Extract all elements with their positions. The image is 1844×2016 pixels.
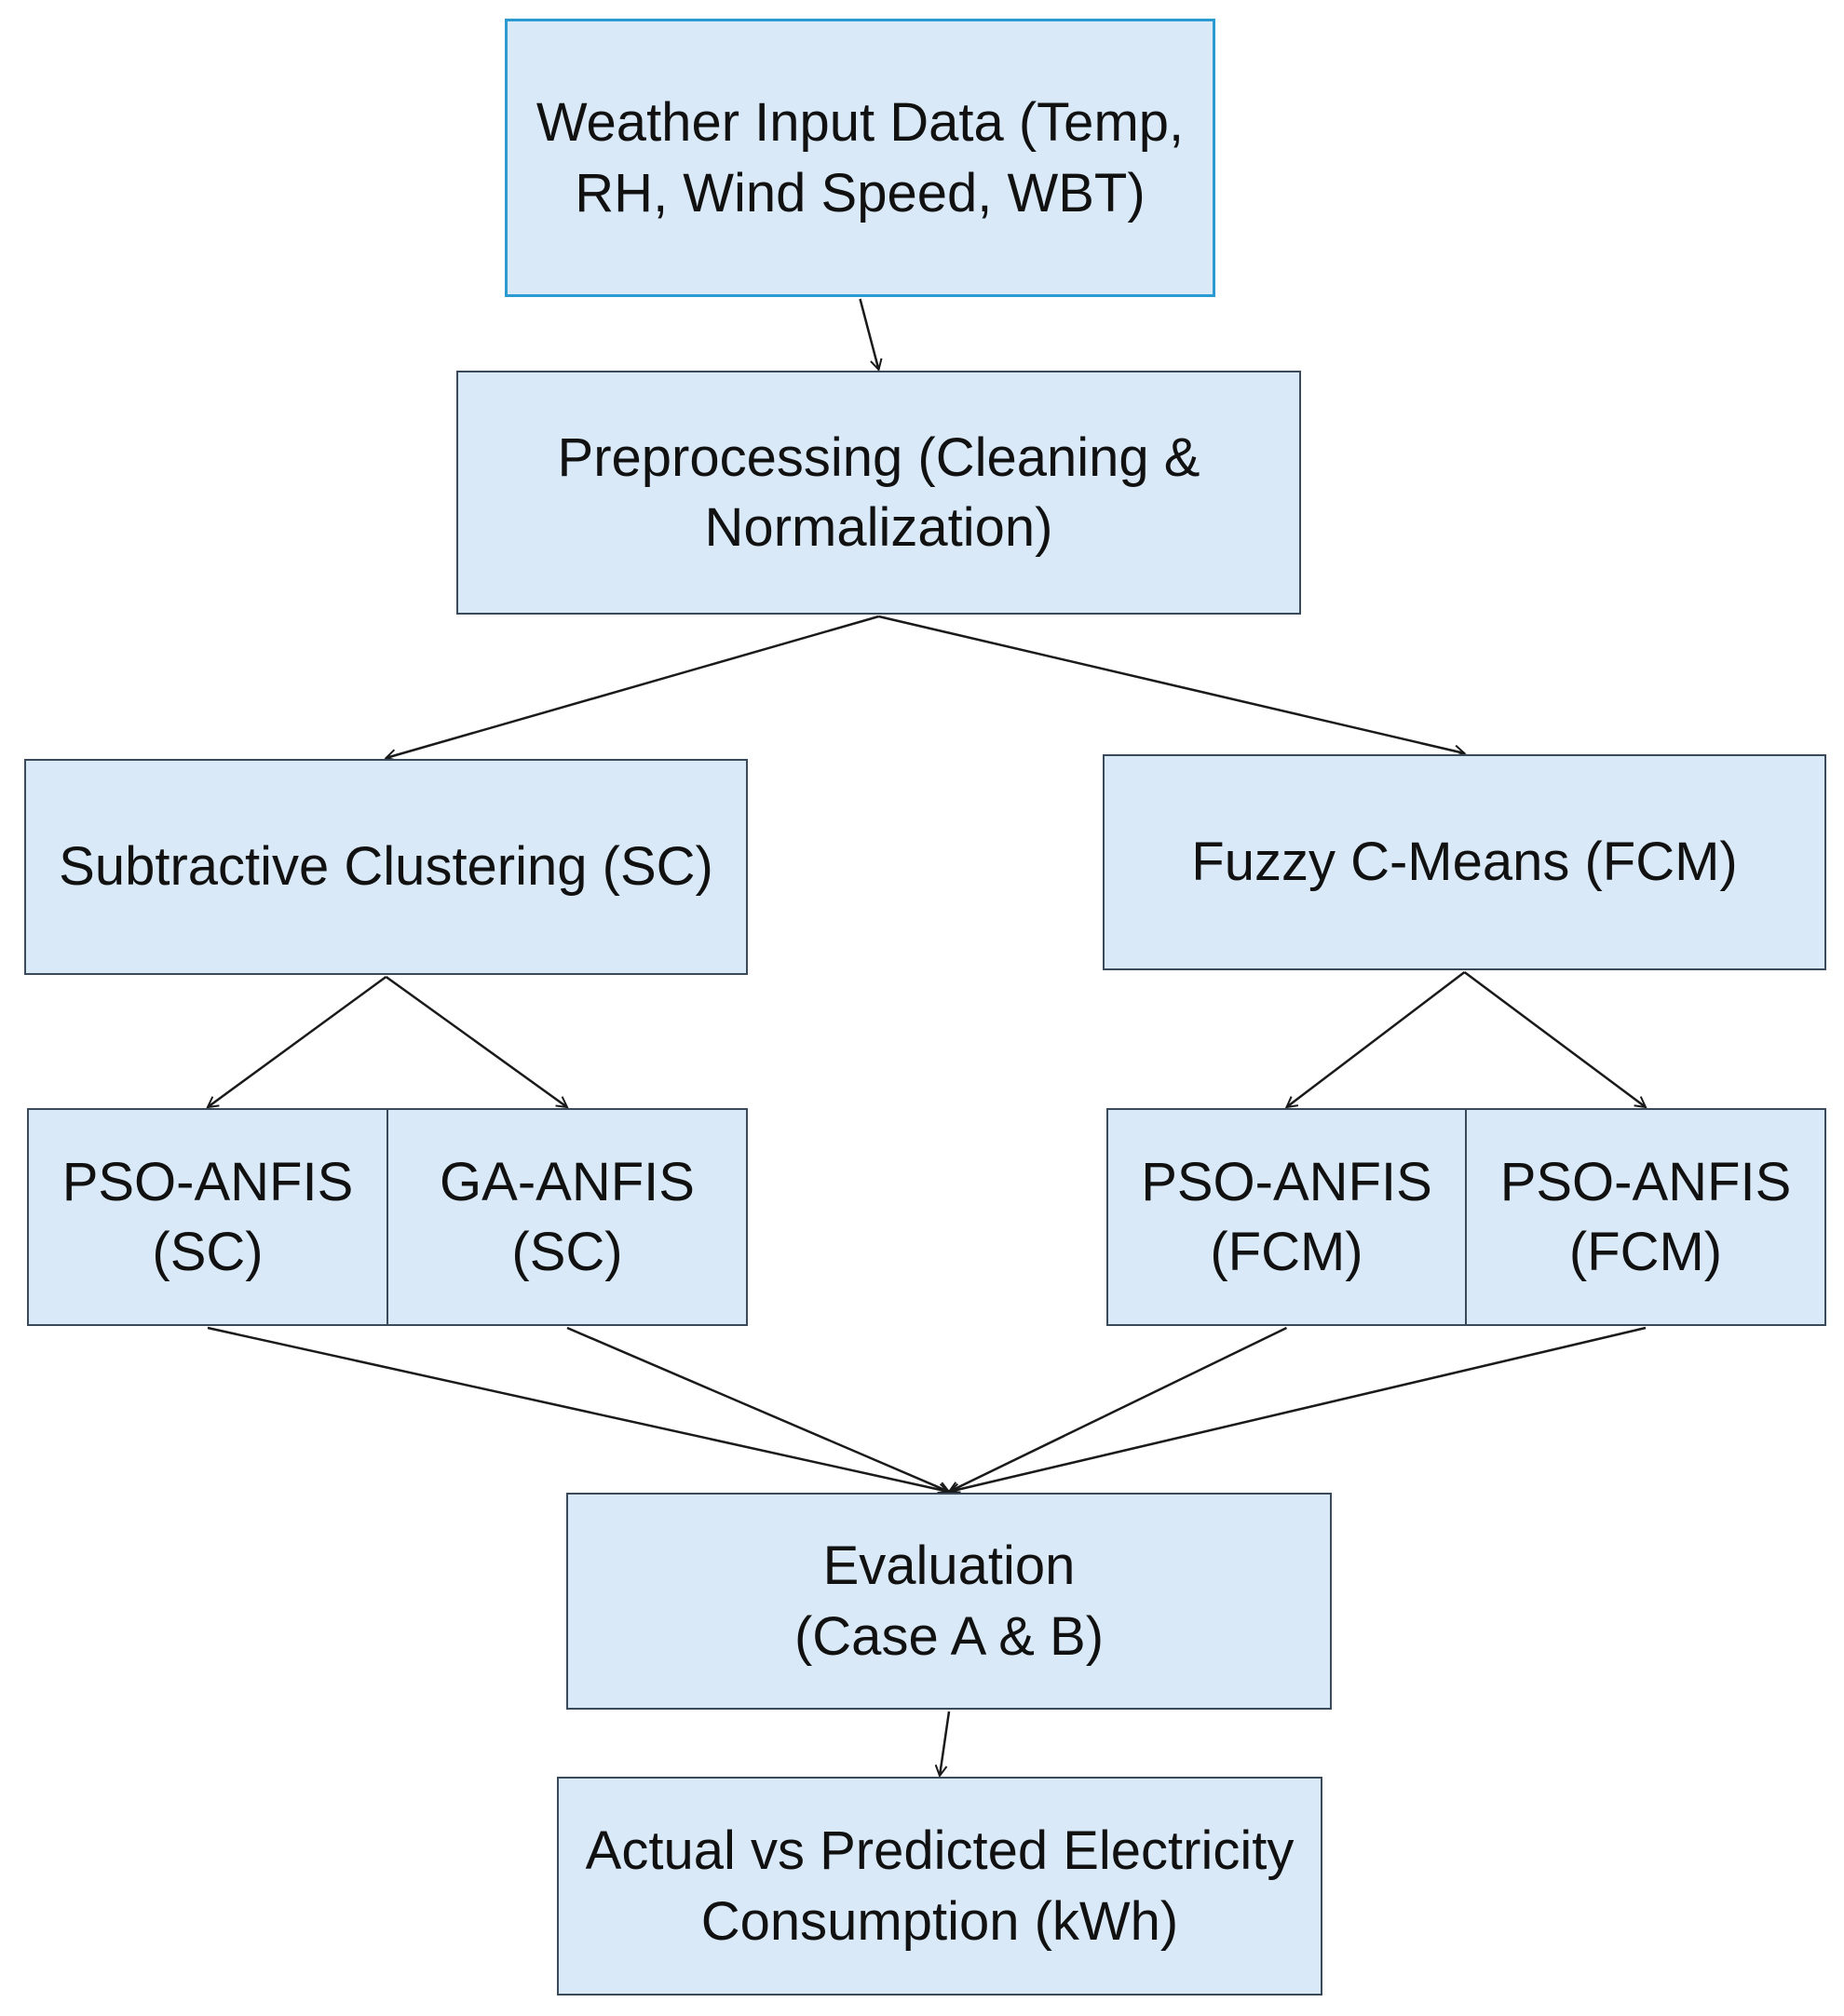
arrow-sc-to-ga_sc: [385, 975, 568, 1107]
arrow-pso_sc-to-evaluation: [207, 1326, 949, 1492]
evaluation-label: Evaluation (Case A & B): [793, 1536, 1105, 1667]
weather-input-data-box: Weather Input Data (Temp, RH, Wind Speed…: [505, 19, 1215, 297]
fuzzy-c-means-label: Fuzzy C-Means (FCM): [1191, 832, 1738, 893]
ga-anfis-sc-label: GA-ANFIS (SC): [440, 1151, 695, 1282]
ga-anfis-sc-box: GA-ANFIS (SC): [386, 1108, 748, 1326]
arrow-ga_sc-to-evaluation: [566, 1326, 949, 1492]
arrow-preprocessing-to-sc: [386, 615, 879, 758]
pso-anfis-fcm-label-1: PSO-ANFIS (FCM): [1141, 1151, 1432, 1282]
arrow-fcm-to-pso_fcm_1: [1287, 971, 1466, 1107]
arrow-evaluation-to-output: [940, 1711, 951, 1776]
preprocessing-label: Preprocessing (Cleaning & Normalization): [557, 426, 1200, 558]
electricity-consumption-output-label: Actual vs Predicted Electricity Consumpt…: [585, 1820, 1295, 1952]
electricity-consumption-output-box: Actual vs Predicted Electricity Consumpt…: [557, 1777, 1322, 1996]
pso-anfis-fcm-box-1: PSO-ANFIS (FCM): [1106, 1108, 1467, 1326]
arrow-sc-to-pso_sc: [208, 975, 387, 1107]
arrow-preprocessing-to-fcm: [878, 615, 1465, 753]
pso-anfis-fcm-box-2: PSO-ANFIS (FCM): [1465, 1108, 1826, 1326]
preprocessing-box: Preprocessing (Cleaning & Normalization): [456, 371, 1301, 615]
pso-anfis-sc-box: PSO-ANFIS (SC): [27, 1108, 388, 1326]
pso-anfis-fcm-label-2: PSO-ANFIS (FCM): [1499, 1151, 1792, 1282]
arrow-pso_fcm_2-to-evaluation: [949, 1326, 1647, 1492]
arrow-fcm-to-pso_fcm_2: [1463, 970, 1647, 1107]
evaluation-box: Evaluation (Case A & B): [566, 1493, 1332, 1710]
arrow-input-to-preprocessing: [859, 298, 879, 370]
fuzzy-c-means-box: Fuzzy C-Means (FCM): [1103, 754, 1826, 970]
subtractive-clustering-label: Subtractive Clustering (SC): [59, 836, 713, 898]
subtractive-clustering-box: Subtractive Clustering (SC): [24, 759, 748, 975]
pso-anfis-sc-label: PSO-ANFIS (SC): [61, 1151, 354, 1282]
weather-input-data-label: Weather Input Data (Temp, RH, Wind Speed…: [536, 92, 1185, 223]
arrow-pso_fcm_1-to-evaluation: [949, 1326, 1288, 1492]
